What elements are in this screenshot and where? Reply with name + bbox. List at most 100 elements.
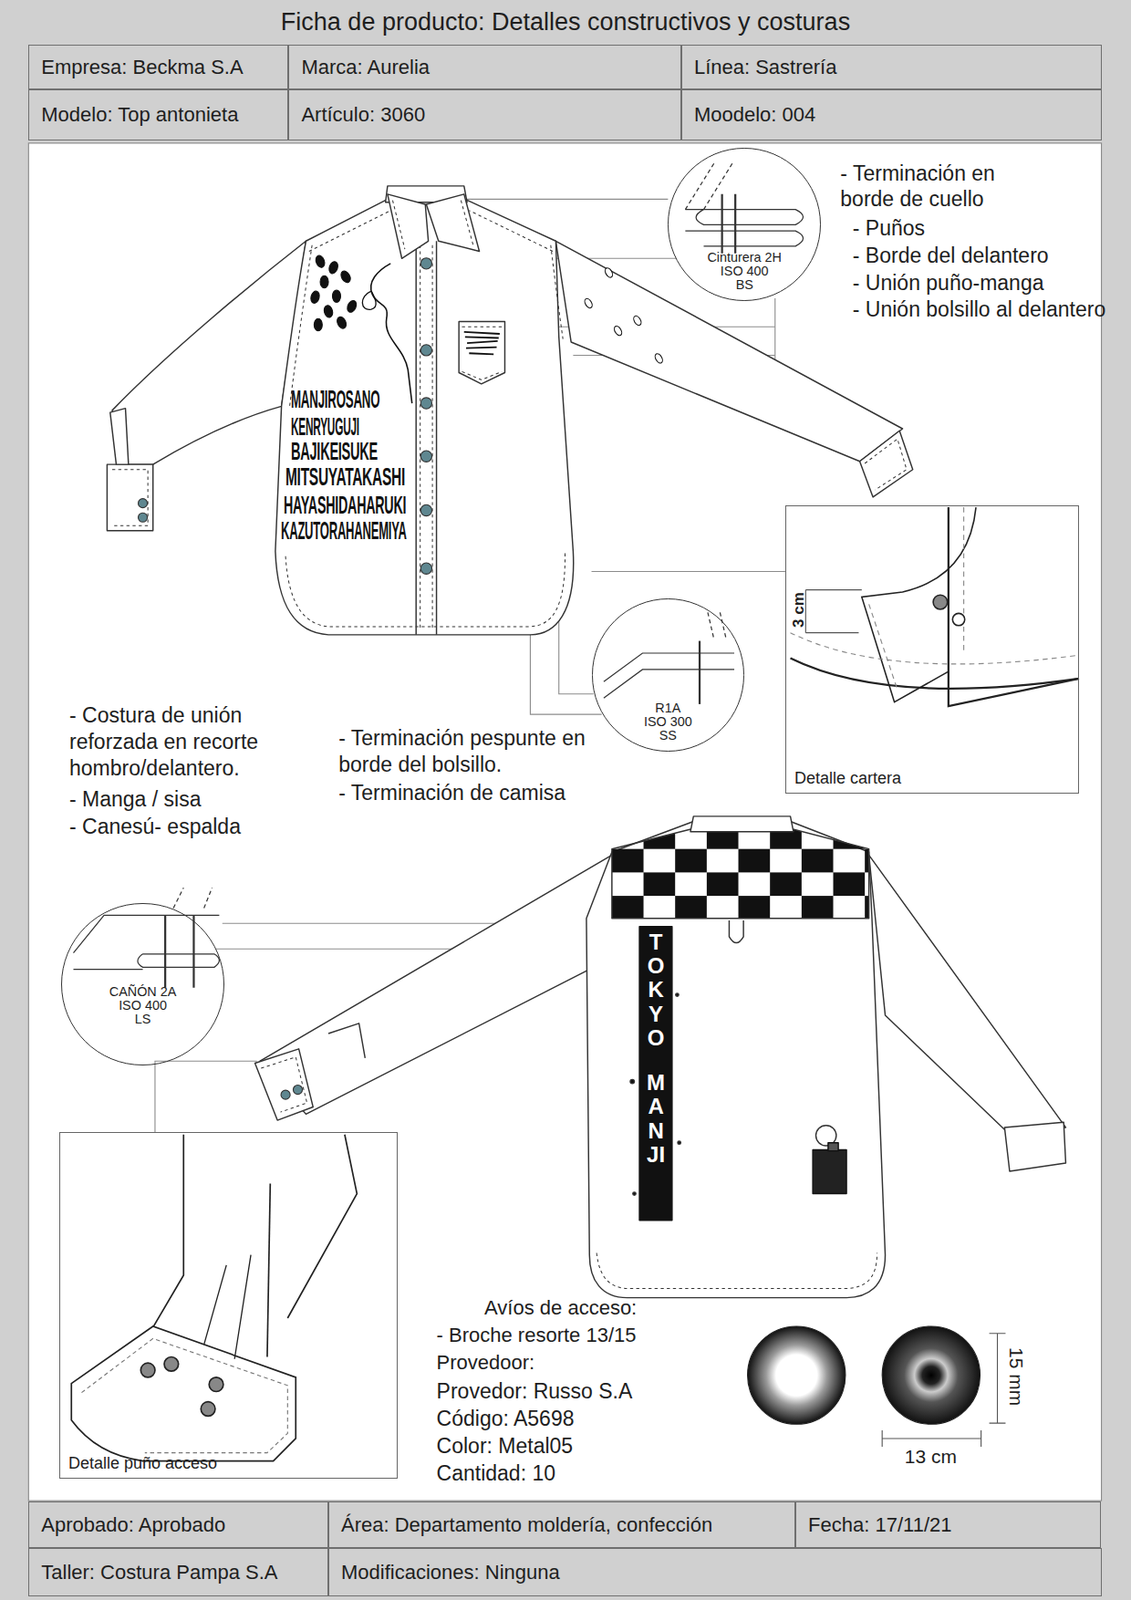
detail-circle: CAÑÓN 2AISO 400LS: [61, 902, 225, 1067]
front-buttons-part: [420, 397, 432, 409]
front-shirt-part: [112, 469, 148, 526]
note: - Costura de unión reforzada en recorte …: [69, 702, 289, 781]
note: - Borde del delantero: [852, 242, 1049, 270]
note: - Manga / sisa: [69, 786, 201, 813]
detail-circle-hem: [603, 612, 735, 705]
cuff-detail-drawing-part: [164, 1356, 179, 1371]
snap-button-samples: [747, 1326, 1007, 1447]
note: Avíos de acceso:: [484, 1295, 637, 1321]
back-shirt-part: [596, 1252, 877, 1288]
front-buttons-part: [138, 512, 148, 522]
detail-box: Detalle puño acceso: [59, 1131, 398, 1479]
back-shirt-part: [675, 993, 679, 997]
front-shirt-part: [392, 200, 473, 250]
front-shirt-part: [415, 240, 436, 635]
detail-box: Detalle cartera: [785, 505, 1080, 794]
note: Código: A5698: [436, 1405, 575, 1432]
detail-circle-sleeve-part: [73, 914, 220, 953]
stitch-spec: R1A: [592, 701, 745, 716]
note: - Broche resorte 13/15: [436, 1322, 637, 1349]
detail-circle-collar-part: [684, 163, 732, 209]
pocket-detail-drawing-part: [869, 507, 965, 690]
cell-text: Artículo: 3060: [300, 103, 426, 127]
table-cell: Taller: Costura Pampa S.A: [28, 1547, 329, 1597]
graffiti-marks-part: [314, 254, 327, 270]
back-buttons-part: [292, 1085, 302, 1095]
note: - Terminación pespunte en borde del bols…: [338, 725, 606, 779]
back-shirt-part: [869, 854, 1067, 1132]
front-shirt-part: [112, 240, 306, 465]
front-shirt-part: [860, 430, 914, 498]
print-text: MANJIROSANO: [290, 383, 380, 416]
leader-lines-part: [591, 570, 786, 572]
stitch-label: R1AISO 300SS: [592, 701, 745, 743]
back-shirt-part: [1004, 1121, 1066, 1172]
detail-circle-collar: [684, 163, 803, 253]
graffiti-marks-part: [653, 352, 665, 364]
graffiti-marks-part: [313, 318, 322, 331]
snap-button-samples-part: [881, 1430, 981, 1447]
note: - Unión bolsillo al delantero: [852, 296, 1106, 323]
snap-button-samples-part: [881, 1326, 980, 1424]
back-shirt-part: [828, 1142, 839, 1152]
back-buttons: [280, 1085, 302, 1100]
detail-circle-hem-part: [707, 612, 727, 639]
sheet-title: Ficha de producto: Detalles constructivo…: [0, 8, 1131, 37]
back-shirt: [255, 816, 1067, 1298]
table-cell: Moodelo: 004: [681, 89, 1102, 141]
cell-text: Área: Departamento moldería, confección: [341, 1513, 713, 1537]
front-shirt-part: [555, 240, 903, 462]
graffiti-marks-part: [362, 290, 376, 310]
leader-lines-part: [155, 1060, 258, 1132]
stitch-spec: BS: [668, 278, 820, 292]
stitch-spec: SS: [592, 728, 745, 743]
front-shirt-part: [387, 194, 429, 259]
detail-circle-sleeve-part: [137, 954, 219, 968]
pocket-detail-drawing-part: [790, 632, 1080, 665]
back-shirt-part: [612, 828, 870, 918]
back-shirt-part: [586, 820, 886, 1298]
graffiti-marks-part: [322, 304, 334, 319]
note: Provedoor:: [436, 1349, 536, 1376]
snap-button-samples-part: [747, 1326, 846, 1424]
front-buttons-part: [420, 504, 432, 516]
stitch-spec: ISO 400: [62, 998, 224, 1013]
cell-text: Fecha: 17/11/21: [808, 1513, 952, 1537]
cuff-detail-drawing-part: [287, 1134, 357, 1318]
detail-circle-collar-part: [722, 194, 737, 254]
graffiti-marks-part: [339, 269, 353, 284]
pocket-detail-drawing-part: [861, 507, 976, 703]
leader-lines-part: [466, 198, 668, 200]
detail-caption: Detalle puño acceso: [68, 1453, 218, 1474]
note: - Canesú- espalda: [69, 813, 241, 841]
front-shirt-part: [464, 332, 500, 355]
stitch-spec: CAÑÓN 2A: [62, 985, 224, 999]
cell-text: Línea: Sastrería: [694, 55, 838, 80]
stitch-spec: Cinturera 2H: [668, 250, 820, 265]
table-cell: Modelo: Top antonieta: [28, 89, 289, 141]
white-panel-part: [28, 143, 1101, 1501]
cell-text: Taller: Costura Pampa S.A: [41, 1560, 278, 1585]
front-shirt: [106, 186, 913, 635]
detail-circle-hem-part: [698, 641, 701, 705]
graffiti-marks-part: [320, 275, 329, 288]
front-buttons-part: [138, 498, 148, 509]
table-cell: Fecha: 17/11/21: [795, 1501, 1101, 1548]
front-shirt-part: [110, 408, 129, 465]
band-text: MANJI: [644, 1070, 667, 1168]
note: - Terminación de camisa: [338, 779, 566, 807]
cuff-detail-drawing-part: [208, 1377, 224, 1392]
graffiti-marks-part: [327, 260, 340, 276]
back-shirt-part: [639, 926, 673, 1221]
table-cell: Aprobado: Aprobado: [28, 1501, 329, 1548]
front-shirt-part: [275, 198, 574, 634]
front-shirt-part: [420, 245, 433, 632]
front-shirt-part: [290, 245, 564, 407]
print-text: MITSUYATAKASHI: [285, 460, 405, 493]
print-text: KENRYUGUJI: [290, 410, 360, 443]
note: Color: Metal05: [436, 1432, 574, 1460]
stitch-spec: ISO 300: [592, 715, 745, 729]
cuff-detail-drawing-part: [267, 1182, 270, 1357]
graffiti-marks-part: [582, 297, 593, 310]
cuff-detail-drawing-part: [200, 1401, 216, 1417]
